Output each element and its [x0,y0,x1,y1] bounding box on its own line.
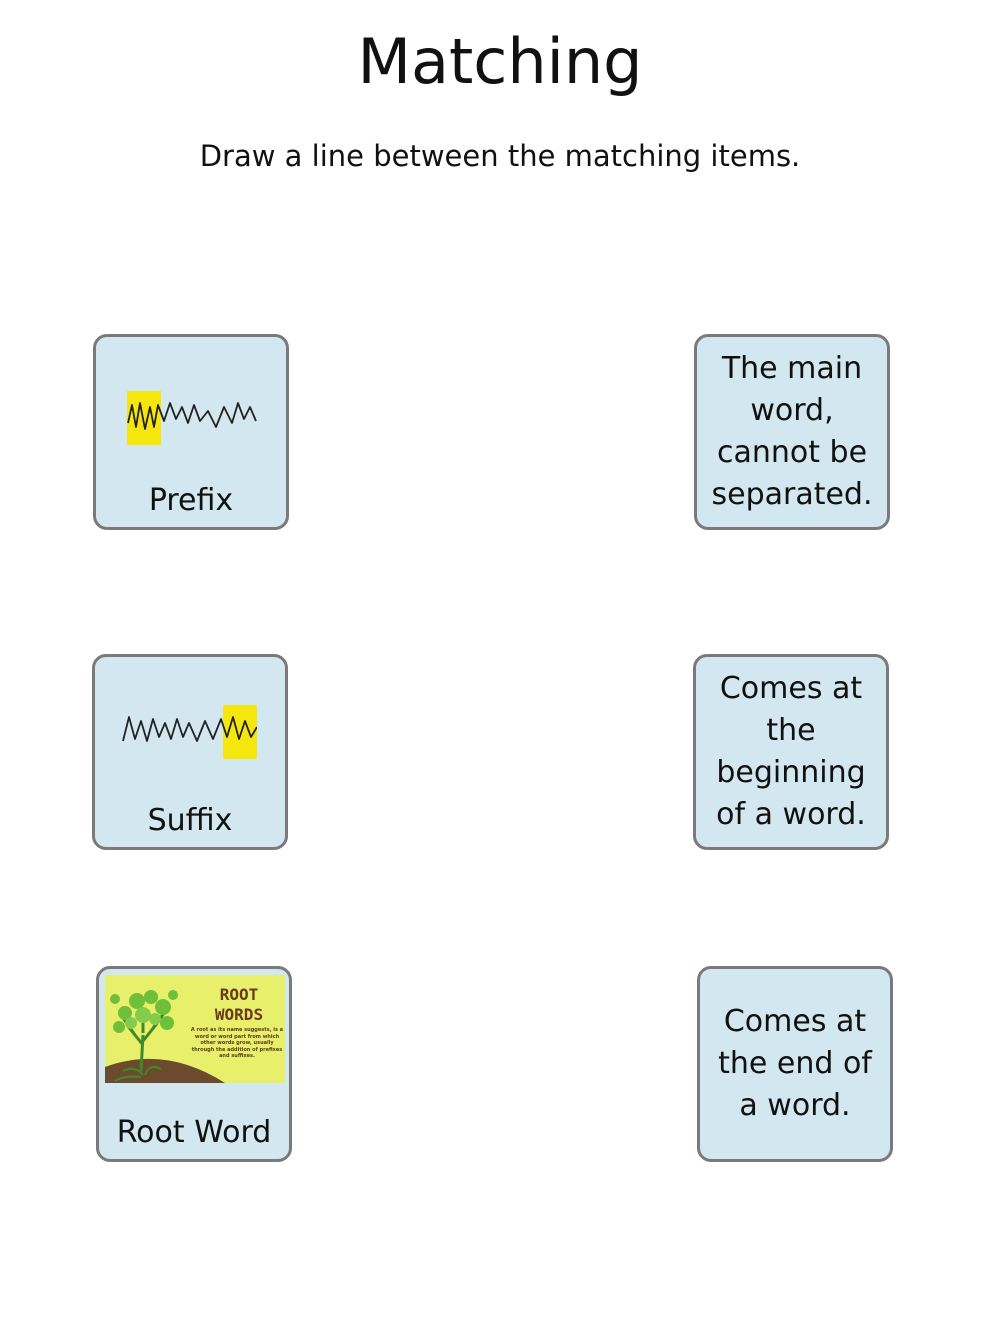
root-words-poster-image: ROOT WORDS A root as its name suggests, … [105,975,285,1083]
root-heading-line2: WORDS [214,1005,264,1024]
definition-card-main-word[interactable]: The main word, cannot be separated. [694,334,890,530]
definition-text: The main word, cannot be separated. [711,351,873,512]
suffix-card[interactable]: Suffix [92,654,288,850]
root-word-label: Root Word [116,1115,272,1150]
root-heading-line1: ROOT [219,985,259,1004]
definition-text: Comes at the end of a word. [718,1004,872,1123]
instructions: Draw a line between the matching items. [199,139,801,173]
suffix-squiggle-image [122,705,257,759]
prefix-squiggle-image [127,391,257,445]
tree-icon [105,990,225,1083]
definition-card-beginning[interactable]: Comes at the beginning of a word. [693,654,889,850]
prefix-label: Prefix [148,483,234,518]
root-description: A root as its name suggests, is a word o… [190,1027,284,1059]
page-title: Matching [357,25,643,98]
suffix-label: Suffix [147,803,233,838]
root-word-card[interactable]: ROOT WORDS A root as its name suggests, … [96,966,292,1162]
prefix-card[interactable]: Prefix [93,334,289,530]
definition-card-end[interactable]: Comes at the end of a word. [697,966,893,1162]
definition-text: Comes at the beginning of a word. [716,671,866,832]
